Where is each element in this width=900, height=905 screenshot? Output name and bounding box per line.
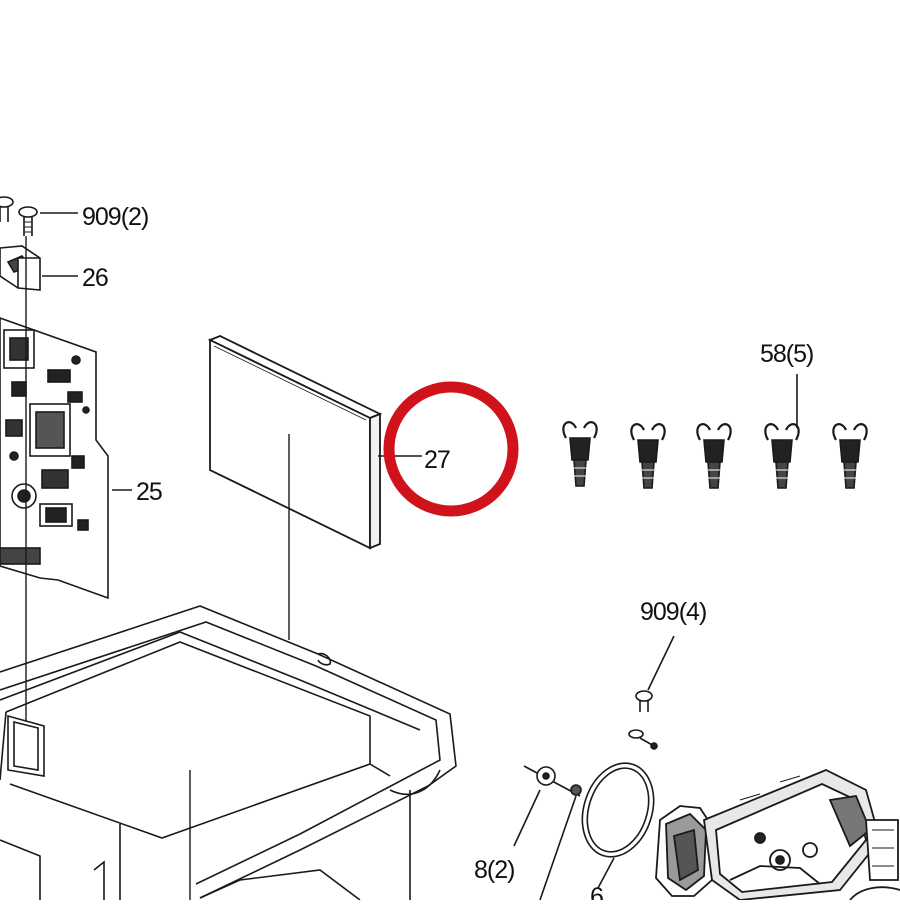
- label-8-2: 8(2): [474, 856, 514, 884]
- filter-panel: [207, 335, 383, 550]
- hose-clip: [630, 423, 666, 489]
- hose-clip: [562, 421, 598, 487]
- o-ring: [581, 762, 655, 858]
- label-6: 6: [590, 883, 603, 900]
- gearbox-assembly: [655, 769, 900, 901]
- washer: [523, 765, 582, 901]
- label-58-5: 58(5): [760, 340, 813, 368]
- hose-clip: [764, 423, 800, 489]
- screw-pair-top: [0, 196, 38, 236]
- highlight-circle: [383, 381, 519, 517]
- label-909-2: 909(2): [82, 203, 148, 231]
- circuit-board: [0, 317, 109, 600]
- screw-pair-right: [628, 690, 658, 750]
- label-909-4: 909(4): [640, 598, 706, 626]
- hose-clip: [696, 423, 732, 489]
- hose-clips: [562, 421, 868, 489]
- bracket: [0, 245, 41, 291]
- label-26: 26: [82, 264, 108, 292]
- label-25: 25: [136, 478, 162, 506]
- tank-housing: [0, 605, 457, 901]
- hose-clip: [832, 423, 868, 489]
- label-27: 27: [424, 446, 450, 474]
